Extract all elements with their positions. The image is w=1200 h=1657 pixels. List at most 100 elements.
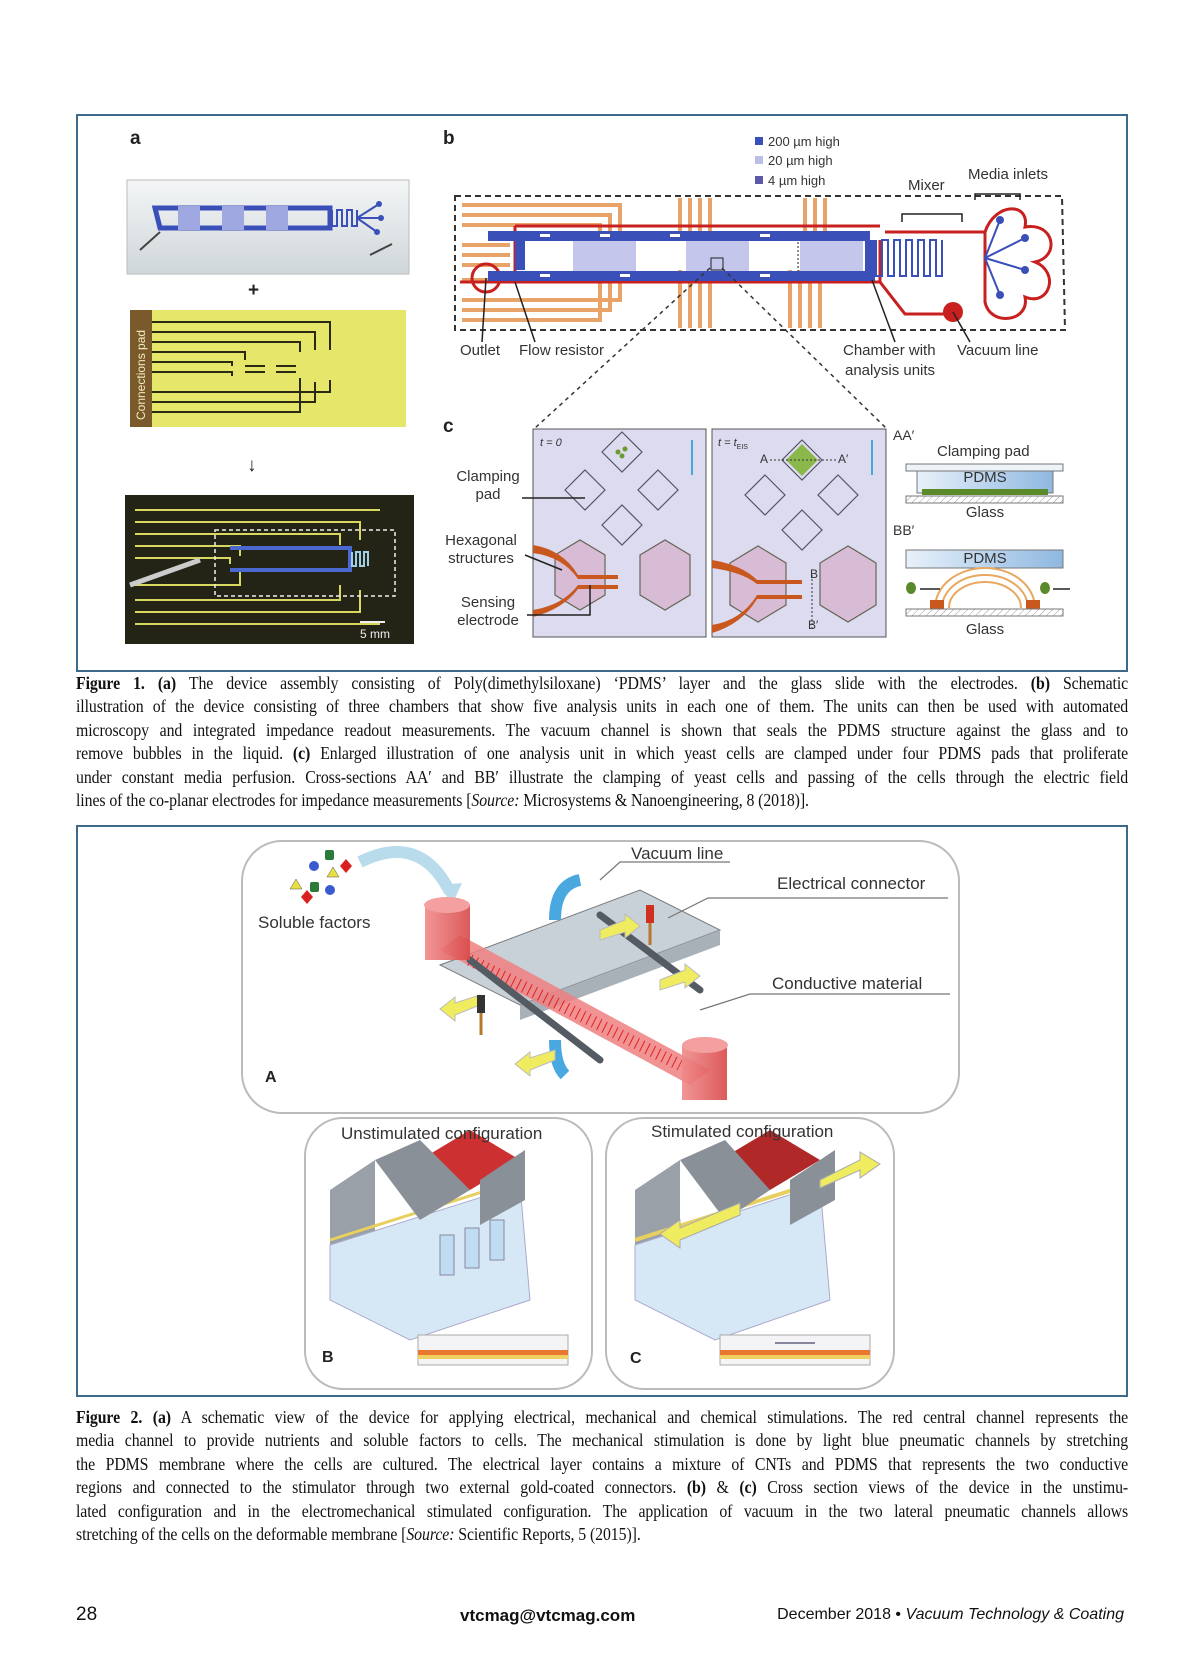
t0-label: t = 0: [540, 437, 562, 449]
bb-prime-label: BB′: [893, 522, 915, 538]
caption-line: media channel to provide nutrients and s…: [76, 1429, 1128, 1452]
caption-segment: Cross section views of the device in the…: [756, 1477, 1129, 1498]
section-a-prime: A′: [838, 452, 849, 466]
caption-segment: under constant media perfusion. Cross-se…: [76, 766, 1129, 787]
issue-date: December 2018: [777, 1606, 891, 1623]
section-a: A: [760, 452, 769, 466]
caption-segment: Schematic: [1049, 673, 1129, 693]
caption-segment: Microsystems & Nanoengineering, 8 (2018)…: [519, 789, 809, 810]
flow-resistor-label: Flow resistor: [519, 342, 605, 359]
caption-segment: media channel to provide nutrients and s…: [76, 1430, 1129, 1451]
caption-segment: regions and connected to the stimulator …: [76, 1477, 687, 1498]
mixer-label: Mixer: [908, 177, 945, 194]
teis-subscript: EIS: [736, 444, 748, 452]
legend-200um: 200 µm high: [768, 134, 840, 149]
figure-2-caption: Figure 2. (a) A schematic view of the de…: [76, 1406, 1128, 1546]
caption-segment: lated configuration and in the electrome…: [76, 1500, 1129, 1521]
caption-segment: Source:: [471, 789, 520, 810]
issue-info: December 2018 • Vacuum Technology & Coat…: [777, 1606, 1124, 1624]
scale-bar-label: 5 mm: [360, 627, 390, 641]
bullet: •: [895, 1606, 902, 1623]
clamping-pad-right-label: Clamping pad: [937, 443, 1030, 460]
caption-segment: lines of the co-planar electrodes for im…: [76, 789, 472, 810]
panel-label-b: b: [443, 128, 455, 149]
caption-segment: remove bubbles in the liquid.: [76, 743, 293, 764]
caption-segment: (b): [686, 1477, 706, 1498]
caption-line: under constant media perfusion. Cross-se…: [76, 766, 1128, 789]
caption-line: remove bubbles in the liquid. (c) Enlarg…: [76, 742, 1128, 765]
panel-label-A: A: [265, 1069, 277, 1086]
vacuum-line-label-fig2: Vacuum line: [631, 844, 724, 863]
clamping-pad-line2: pad: [475, 486, 501, 503]
plus-sign: +: [248, 280, 260, 301]
caption-line: microscopy and integrated impedance read…: [76, 719, 1128, 742]
caption-segment: microscopy and integrated impedance read…: [76, 719, 1129, 740]
publication-name: Vacuum Technology & Coating: [905, 1606, 1124, 1623]
soluble-factors-label: Soluble factors: [258, 913, 371, 932]
hexagonal-line2: structures: [448, 550, 514, 567]
sensing-line1: Sensing: [460, 594, 516, 611]
caption-segment: A schematic view of the device for apply…: [170, 1407, 1129, 1427]
panel-label-c: c: [443, 416, 454, 437]
photo-assembled-device: [125, 495, 414, 644]
caption-segment: The device assembly consisting of Poly(d…: [176, 673, 1031, 693]
photo-pdms-layer: [126, 179, 410, 275]
caption-segment: Enlarged illustration of one analysis un…: [310, 743, 1129, 764]
sensing-line2: electrode: [457, 612, 519, 629]
outlet-label: Outlet: [460, 342, 501, 359]
panel-label-B: B: [322, 1349, 334, 1366]
electrical-connector-label: Electrical connector: [777, 874, 926, 893]
media-inlets-label: Media inlets: [968, 166, 1049, 183]
figure-1-frame: [76, 114, 1128, 672]
caption-segment: Figure 2. (a): [76, 1407, 171, 1427]
chamber-label: Chamber with: [843, 342, 936, 359]
email-link[interactable]: vtcmag@vtcmag.com: [460, 1606, 636, 1625]
caption-segment: (c): [292, 743, 311, 764]
caption-line: lated configuration and in the electrome…: [76, 1500, 1128, 1523]
caption-line: lines of the co-planar electrodes for im…: [76, 789, 1128, 812]
caption-segment: Source:: [406, 1523, 455, 1544]
section-b: B: [810, 567, 819, 581]
analysis-unit-panels: [522, 428, 1070, 638]
caption-segment: (b): [1030, 673, 1050, 693]
conductive-material-label: Conductive material: [772, 974, 923, 993]
page-number: 28: [76, 1604, 98, 1625]
caption-segment: Figure 1. (a): [76, 673, 177, 693]
hexagonal-line1: Hexagonal: [445, 532, 517, 549]
figure-1-caption: Figure 1. (a) The device assembly consis…: [76, 672, 1128, 812]
connections-pad-label: Connections pad: [134, 329, 148, 420]
caption-line: regions and connected to the stimulator …: [76, 1476, 1128, 1499]
pdms-label-2: PDMS: [963, 550, 1007, 567]
figure-2-artwork: [241, 840, 960, 1390]
panel-label-a: a: [130, 128, 141, 149]
figure-2-frame: [76, 825, 1128, 1397]
panel-label-C: C: [630, 1350, 642, 1367]
caption-line: Figure 1. (a) The device assembly consis…: [76, 672, 1128, 695]
down-arrow: ↓: [247, 455, 257, 476]
caption-segment: &: [705, 1477, 740, 1498]
photo-electrode-glass: [130, 310, 406, 427]
caption-line: Figure 2. (a) A schematic view of the de…: [76, 1406, 1128, 1429]
device-schematic: [454, 137, 1067, 429]
chamber-label-2: analysis units: [845, 362, 936, 379]
teis-label: t = tEIS: [718, 434, 748, 457]
pdms-label-1: PDMS: [963, 469, 1007, 486]
unstimulated-title: Unstimulated configuration: [341, 1124, 543, 1143]
stimulated-title: Stimulated configuration: [651, 1122, 834, 1141]
caption-segment: illustration of the device consisting of…: [76, 696, 1129, 717]
legend-20um: 20 µm high: [768, 153, 833, 168]
glass-label-1: Glass: [965, 504, 1005, 521]
legend-4um: 4 µm high: [768, 173, 826, 188]
vacuum-line-label: Vacuum line: [957, 342, 1039, 359]
caption-line: illustration of the device consisting of…: [76, 695, 1128, 718]
caption-line: the PDMS membrane where the cells are cu…: [76, 1453, 1128, 1476]
clamping-pad-line1: Clamping: [456, 468, 520, 485]
caption-segment: stretching of the cells on the deformabl…: [76, 1523, 407, 1544]
teis-text: t = t: [718, 437, 737, 449]
caption-segment: Scientific Reports, 5 (2015)].: [454, 1523, 641, 1544]
